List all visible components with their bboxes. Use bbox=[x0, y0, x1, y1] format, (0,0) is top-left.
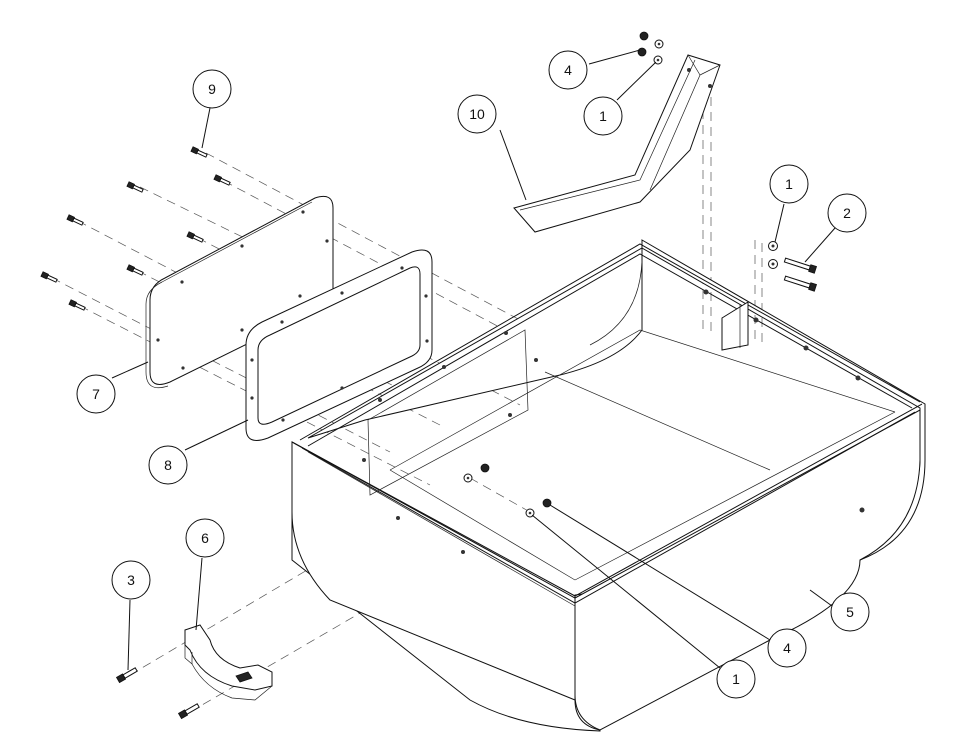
screws-part-9 bbox=[40, 146, 231, 311]
callout-8-label: 8 bbox=[164, 457, 172, 473]
callout-3: 3 bbox=[111, 560, 151, 600]
bolts-part-2 bbox=[783, 257, 818, 292]
callout-5-label: 5 bbox=[846, 604, 854, 620]
box-part-5 bbox=[291, 239, 926, 732]
bracket-part-10 bbox=[513, 54, 721, 233]
callout-1-right-label: 1 bbox=[785, 176, 793, 192]
callout-leaders bbox=[111, 49, 836, 671]
gasket-part-8 bbox=[245, 249, 433, 441]
callout-9-label: 9 bbox=[208, 81, 216, 97]
callout-2: 2 bbox=[827, 193, 867, 233]
callout-4-bottom: 4 bbox=[767, 628, 807, 668]
callout-1-bottom: 1 bbox=[716, 659, 756, 699]
callout-10-label: 10 bbox=[469, 106, 485, 122]
callout-7: 7 bbox=[76, 374, 116, 414]
callout-3-label: 3 bbox=[127, 572, 135, 588]
callout-7-label: 7 bbox=[92, 386, 100, 402]
callout-8: 8 bbox=[148, 445, 188, 485]
callout-6-label: 6 bbox=[201, 530, 209, 546]
callout-1-top-label: 1 bbox=[599, 108, 607, 124]
callout-4-top-label: 4 bbox=[564, 62, 572, 78]
callout-1-top: 1 bbox=[583, 96, 623, 136]
callout-4-bottom-label: 4 bbox=[783, 640, 791, 656]
callout-1-bottom-label: 1 bbox=[732, 671, 740, 687]
callout-4-top: 4 bbox=[548, 50, 588, 90]
callout-9: 9 bbox=[192, 69, 232, 109]
callout-5: 5 bbox=[830, 592, 870, 632]
callout-2-label: 2 bbox=[843, 205, 851, 221]
callout-1-right: 1 bbox=[769, 164, 809, 204]
callout-10: 10 bbox=[457, 94, 497, 134]
handle-part-6 bbox=[184, 624, 273, 701]
screws-part-3 bbox=[115, 667, 200, 720]
washers-and-nuts bbox=[463, 31, 778, 518]
callout-6: 6 bbox=[185, 518, 225, 558]
